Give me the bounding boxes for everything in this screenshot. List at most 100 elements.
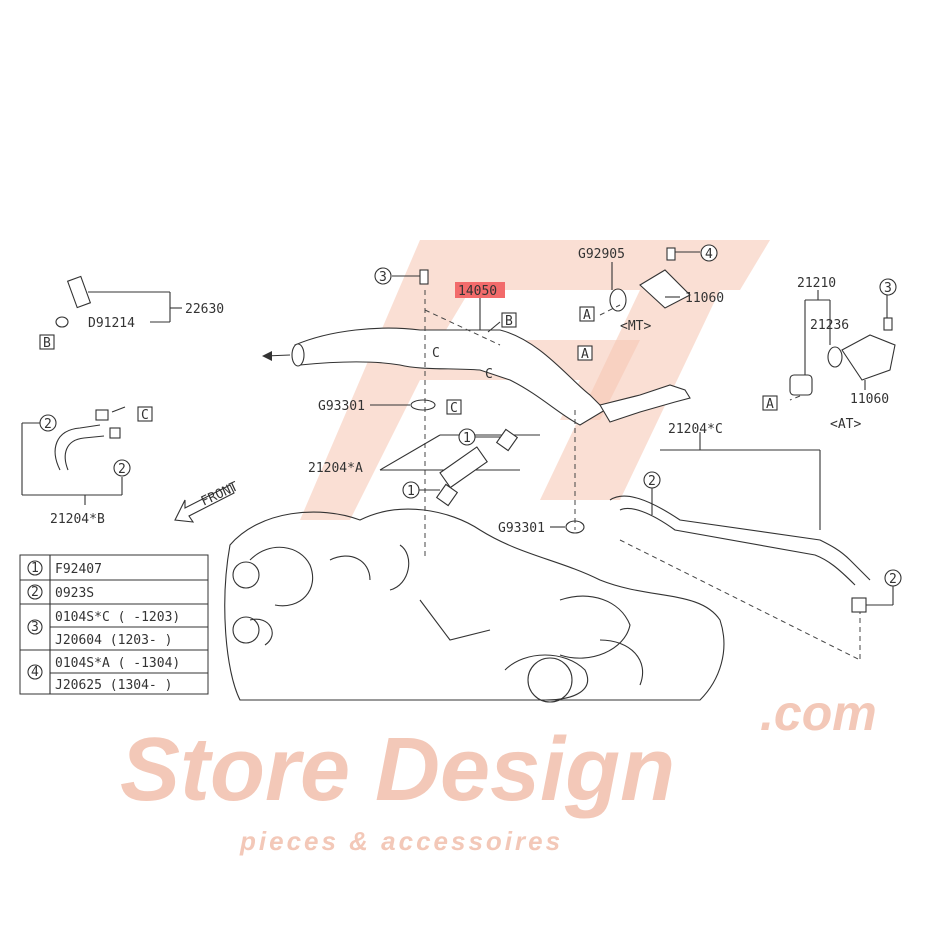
ref-box-a: A	[579, 306, 595, 323]
ref-circle-2: 2	[884, 569, 902, 587]
diagram-label: C	[141, 408, 149, 423]
diagram-stroke	[249, 544, 644, 701]
diagram-stroke	[700, 244, 718, 262]
ref-box-c: C	[446, 399, 462, 416]
ref-circle-2: 2	[39, 414, 57, 432]
part-label-22630[interactable]: 22630	[185, 302, 224, 317]
diagram-label: 2	[31, 585, 39, 600]
bolt	[666, 247, 676, 261]
diagram-stroke	[54, 424, 105, 471]
ref-circle-4: 4	[700, 244, 718, 262]
diagram-label: 3	[31, 620, 39, 635]
bolt	[419, 269, 429, 285]
diagram-stroke	[435, 483, 459, 507]
legend-part: 0104S*C ( -1203)	[55, 610, 180, 625]
diagram-stroke	[224, 508, 725, 701]
thermostat-cover-mt	[639, 269, 691, 309]
diagram-label: 3	[884, 281, 892, 296]
diagram-stroke	[39, 334, 55, 350]
part-label-21210[interactable]: 21210	[797, 276, 836, 291]
part-label-21204a[interactable]: 21204*A	[308, 461, 363, 476]
ref-box-a: A	[577, 345, 593, 362]
diagram-label: 2	[648, 474, 656, 489]
part-label-21236[interactable]: 21236	[810, 318, 849, 333]
diagram-stroke	[137, 406, 153, 422]
thermostat-21210	[789, 374, 813, 396]
part-label-g92905[interactable]: G92905	[578, 247, 625, 262]
ref-circle-1: 1	[402, 481, 420, 499]
diagram-stroke	[599, 384, 691, 423]
gasket-g93301-top	[410, 399, 436, 411]
part-highlight	[455, 282, 505, 298]
diagram-label: 1	[463, 431, 471, 446]
diagram-stroke	[424, 309, 501, 346]
legend-part: 0104S*A ( -1304)	[55, 656, 180, 671]
diagram-stroke	[113, 459, 131, 477]
fastener-legend-table: 1 2 3 4 F92407 0923S 0104S*C ( -1203) J2…	[19, 554, 209, 695]
diagram-stroke	[66, 275, 92, 309]
diagram-stroke	[879, 278, 897, 296]
diagram-stroke	[27, 664, 43, 680]
diagram-stroke	[95, 409, 109, 421]
diagram-stroke	[762, 395, 778, 411]
gasket-g93301-bottom	[565, 520, 585, 534]
part-label-11060-at[interactable]: 11060	[850, 392, 889, 407]
diagram-label: 2	[118, 462, 126, 477]
part-label-21204b[interactable]: 21204*B	[50, 512, 105, 527]
diagram-stroke	[599, 304, 621, 316]
part-label-g93301-bottom[interactable]: G93301	[498, 521, 545, 536]
diagram-stroke	[851, 597, 867, 613]
diagram-stroke	[262, 351, 272, 361]
ref-box-c: C	[137, 406, 153, 423]
part-label-21204c[interactable]: 21204*C	[668, 422, 723, 437]
legend-part: F92407	[55, 562, 102, 577]
diagram-stroke	[294, 327, 606, 426]
diagram-label: 3	[379, 270, 387, 285]
ref-circle-3: 3	[374, 267, 392, 285]
front-arrow: FRONT	[174, 479, 241, 523]
diagram-stroke	[619, 507, 856, 586]
part-label-14050[interactable]: 14050	[458, 284, 497, 299]
diagram-stroke	[446, 399, 462, 415]
legend-part: 0923S	[55, 586, 94, 601]
diagram-stroke	[39, 414, 57, 432]
diagram-label: 1	[407, 484, 415, 499]
diagram-label: 1	[31, 561, 39, 576]
ref-c: C	[432, 346, 440, 361]
diagram-stroke	[527, 657, 573, 703]
ref-circle-1: 1	[458, 428, 476, 446]
part-label-g93301-top[interactable]: G93301	[318, 399, 365, 414]
diagram-stroke	[291, 343, 305, 367]
diagram-label: 4	[31, 665, 39, 680]
diagram-stroke	[174, 484, 235, 523]
diagram-label: A	[581, 347, 589, 362]
legend-part: J20604 (1203- )	[55, 633, 172, 648]
diagram-stroke	[579, 306, 595, 322]
diagram-stroke	[374, 267, 392, 285]
diagram-stroke	[501, 312, 517, 328]
ref-box-a: A	[762, 395, 778, 412]
diagram-stroke	[577, 345, 593, 361]
diagram-label: A	[583, 308, 591, 323]
part-label-d91214[interactable]: D91214	[88, 316, 135, 331]
diagram-stroke	[439, 446, 488, 489]
part-label-11060-mt[interactable]: 11060	[685, 291, 724, 306]
o-ring-21236	[827, 346, 843, 368]
diagram-label: C	[450, 401, 458, 416]
ref-circle-2: 2	[113, 459, 131, 477]
thermostat-cover-at	[841, 334, 896, 381]
ref-circle-3: 3	[879, 278, 897, 296]
diagram-stroke	[495, 428, 519, 452]
water-pipe-14050	[262, 327, 691, 426]
ref-box-b: B	[39, 334, 55, 351]
diagram-stroke	[27, 560, 43, 576]
label-at: <AT>	[830, 417, 861, 432]
engine-block	[224, 508, 725, 703]
diagram-stroke	[789, 395, 801, 401]
diagram-stroke	[487, 321, 501, 333]
bolt	[883, 317, 893, 331]
diagram-label: B	[43, 336, 51, 351]
diagram-stroke	[55, 316, 69, 328]
diagram-stroke	[540, 290, 720, 500]
